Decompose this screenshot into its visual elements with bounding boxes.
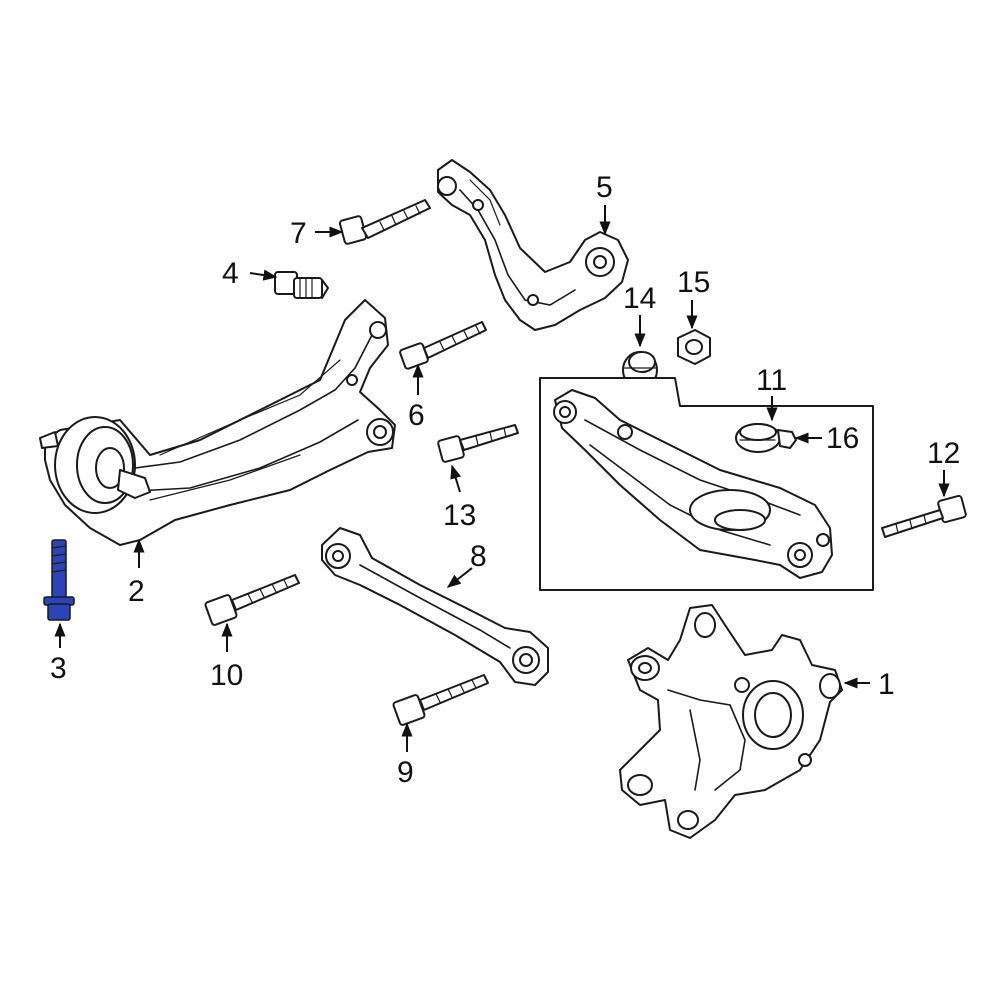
callout-4: 4 [222,257,239,290]
callout-15: 15 [677,266,710,299]
callout-7: 7 [290,217,307,250]
part-10-bolt[interactable] [204,574,300,626]
callout-9: 9 [397,756,414,789]
callout-arrows [54,205,950,752]
callout-2: 2 [128,575,145,608]
callout-14: 14 [623,282,656,315]
part-8-lateral-link[interactable] [321,527,549,686]
part-5-upper-arm[interactable] [437,159,629,331]
part-9-bolt[interactable] [392,674,489,726]
callout-12: 12 [927,437,960,470]
part-7-bolt[interactable] [338,199,431,245]
part-3-bolt-highlighted[interactable] [43,539,75,621]
part-16-bump-stop[interactable] [735,423,797,453]
part-4-bolt[interactable] [274,271,329,299]
callout-8: 8 [470,540,487,573]
callout-3: 3 [50,652,67,685]
part-6-bolt[interactable] [399,321,487,370]
part-12-bolt[interactable] [881,494,967,538]
part-11-lower-arm-assembly[interactable] [539,377,874,591]
callout-1: 1 [878,668,895,701]
part-2-trailing-arm[interactable] [39,299,396,546]
part-1-knuckle[interactable] [619,604,843,839]
callout-labels: 1 2 3 4 5 6 7 8 9 10 11 12 13 14 15 16 [50,171,960,789]
part-15-nut[interactable] [677,329,711,365]
callout-16: 16 [826,422,859,455]
callout-11: 11 [756,364,787,397]
callout-5: 5 [596,171,613,204]
callout-6: 6 [408,399,425,432]
callout-10: 10 [210,659,243,692]
part-13-bolt[interactable] [437,424,519,463]
callout-13: 13 [443,499,476,532]
